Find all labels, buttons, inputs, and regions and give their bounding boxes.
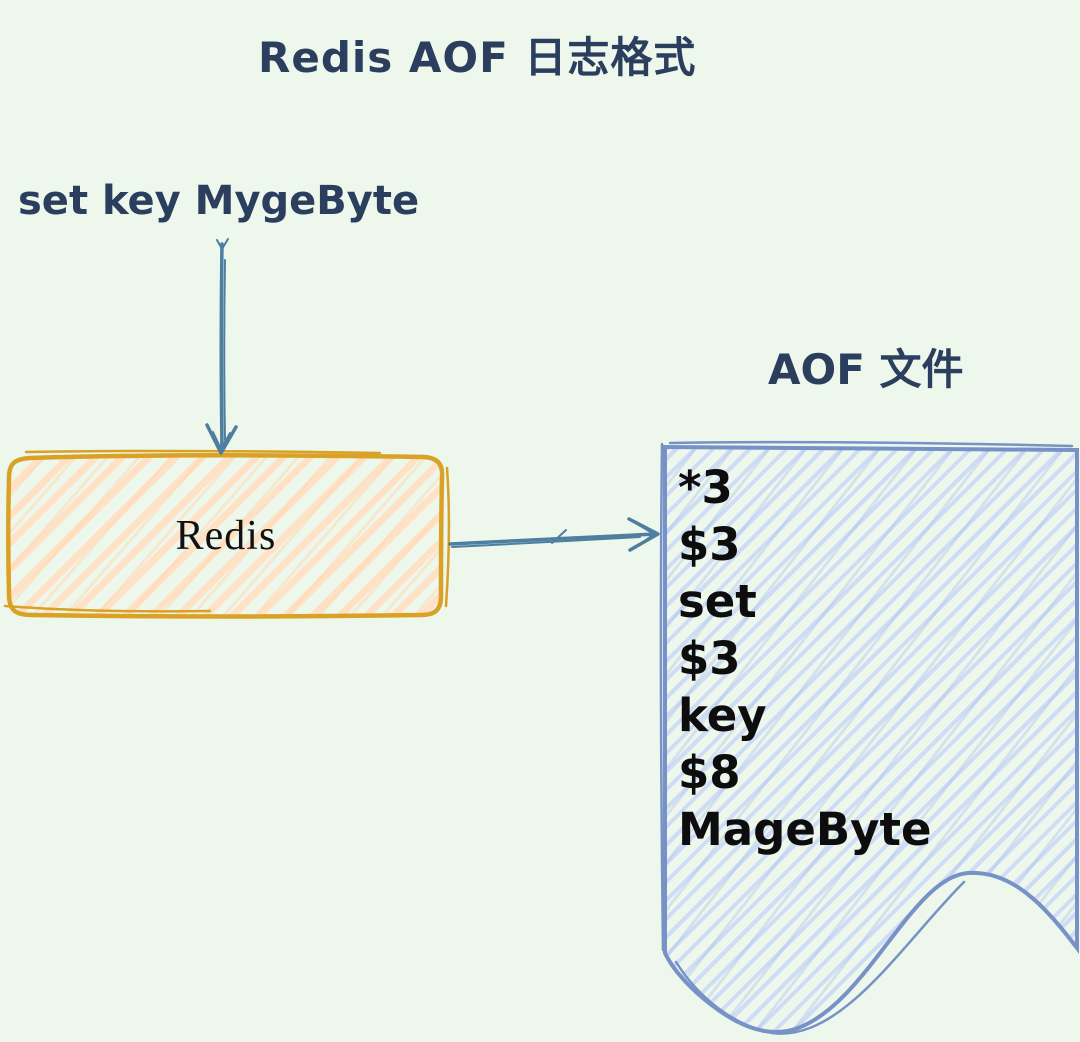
aof-line: $8 xyxy=(678,746,741,799)
redis-node: Redis xyxy=(10,457,442,615)
aof-line: *3 xyxy=(678,461,733,514)
arrow-right-icon xyxy=(448,517,660,552)
diagram-title: Redis AOF 日志格式 xyxy=(258,33,697,82)
aof-file-label: AOF 文件 xyxy=(768,345,964,394)
command-text: set key MygeByte xyxy=(18,178,420,224)
arrow-down-icon xyxy=(205,238,238,455)
aof-line: MageByte xyxy=(678,803,932,856)
aof-line: key xyxy=(678,689,767,742)
aof-line: $3 xyxy=(678,518,741,571)
aof-line: $3 xyxy=(678,632,741,685)
redis-node-label: Redis xyxy=(175,513,277,559)
aof-line: set xyxy=(678,575,757,628)
aof-file-content: *3 $3 set $3 key $8 MageByte xyxy=(678,459,978,858)
